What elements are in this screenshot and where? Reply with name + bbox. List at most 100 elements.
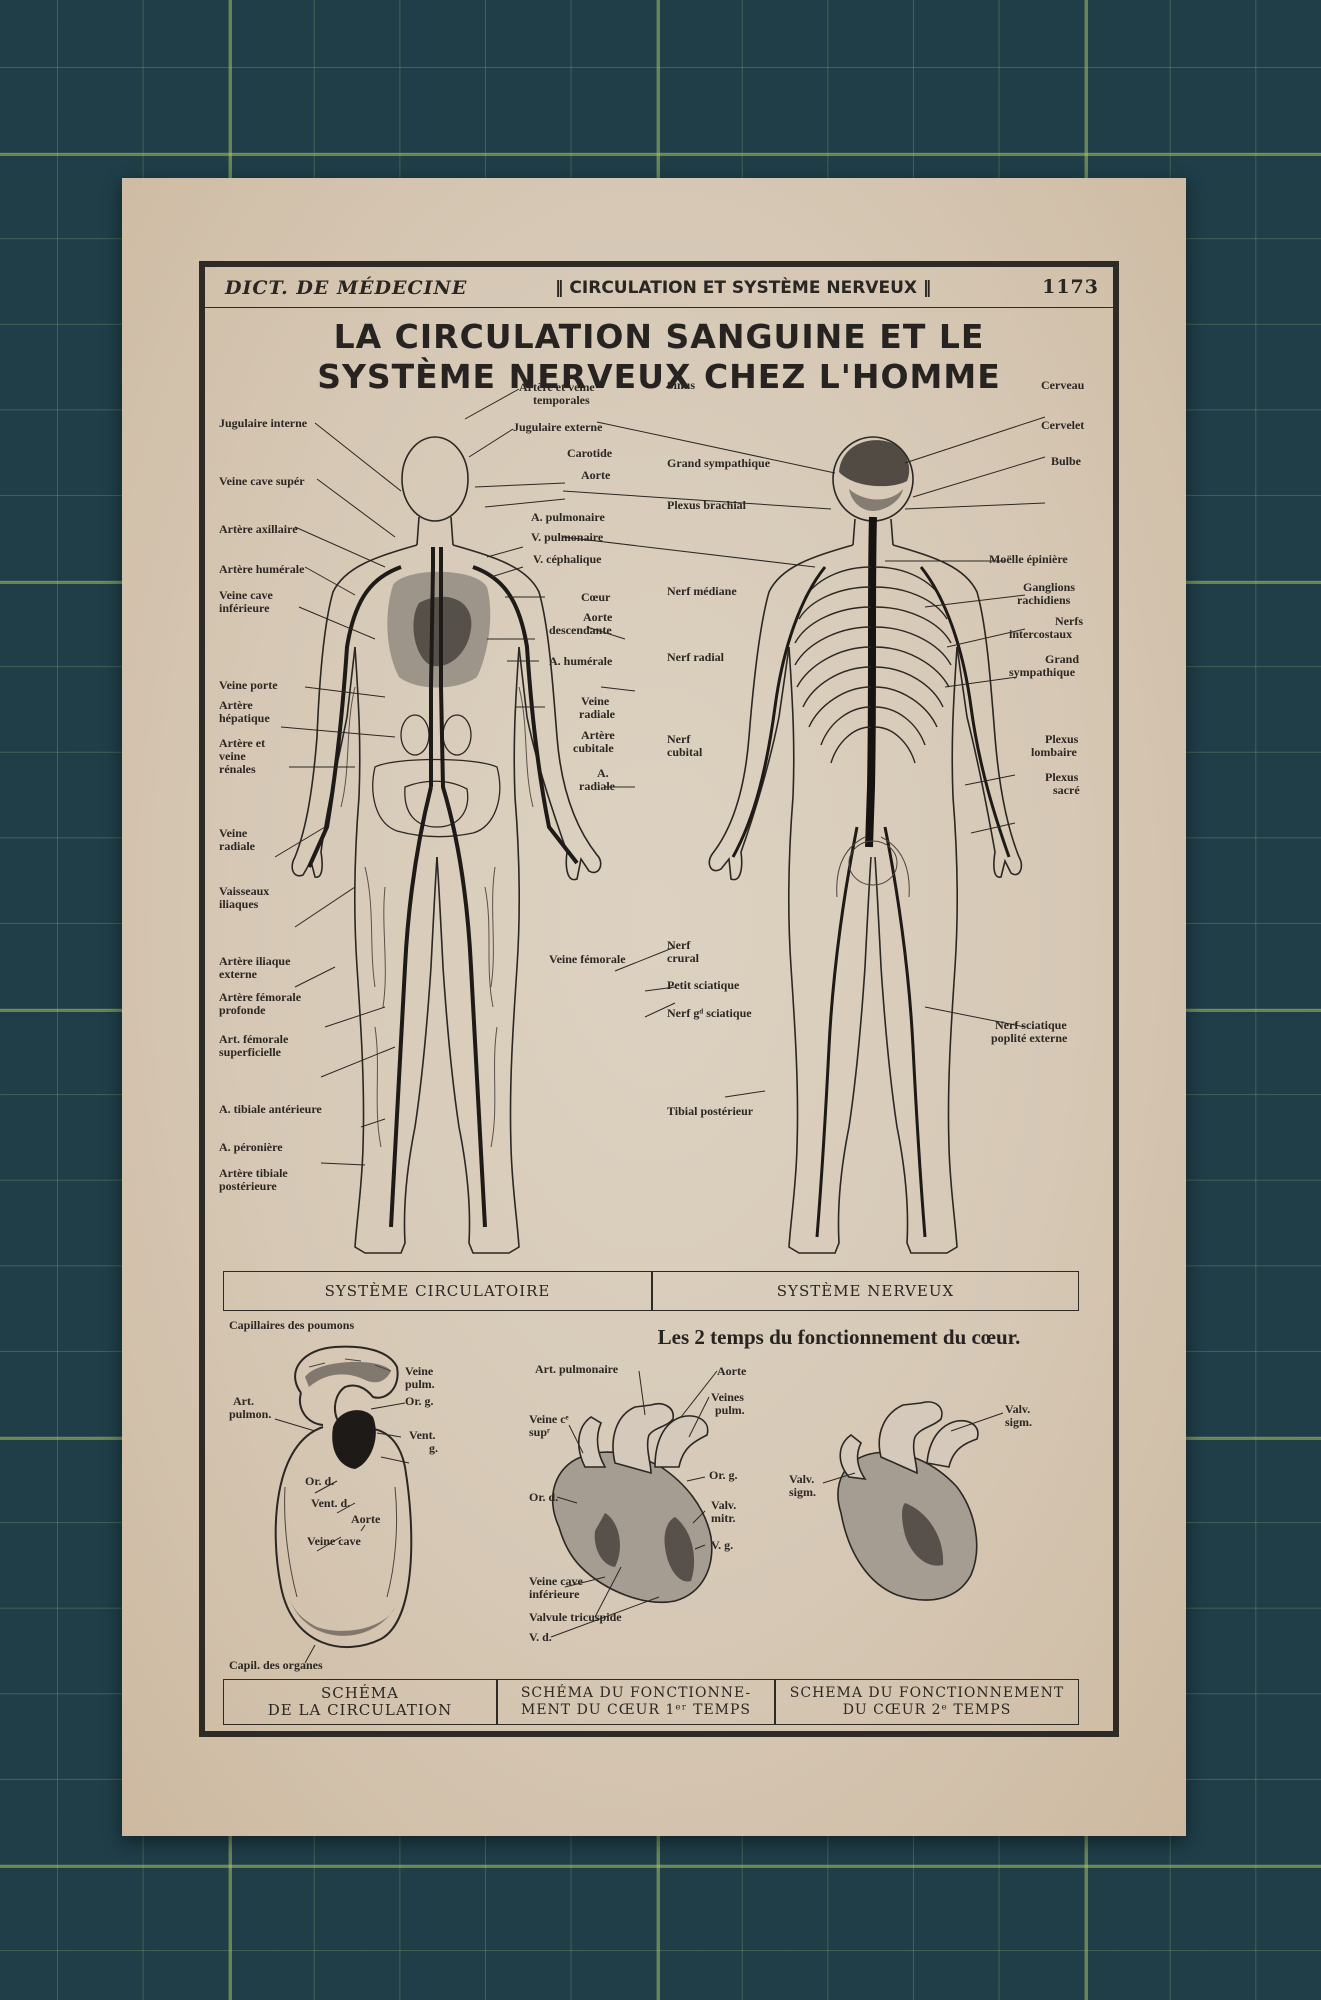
label-veines-pulm-h1-2: pulm.	[715, 1403, 745, 1417]
label-or-d: Or. d.	[305, 1474, 335, 1488]
label-nerfs-intercostaux-2: intercostaux	[1009, 627, 1073, 641]
label-veine-radiale-r: Veine	[581, 694, 610, 708]
caption-heart-temps-2: SCHEMA DU FONCTIONNEMENT DU CŒUR 2ᵉ TEMP…	[775, 1679, 1079, 1725]
caption-heart1-line2: MENT DU CŒUR 1ᵉʳ TEMPS	[520, 1702, 752, 1718]
label-vaisseaux-iliaques: Vaisseaux	[219, 884, 270, 898]
section-title: ‖ CIRCULATION ET SYSTÈME NERVEUX ‖	[555, 278, 932, 298]
label-a-pulmonaire: A. pulmonaire	[531, 510, 605, 524]
label-vent-d: Vent. d.	[311, 1496, 351, 1510]
label-jugulaire-externe: Jugulaire externe	[513, 420, 603, 434]
caption-systeme-circulatoire: SYSTÈME CIRCULATOIRE	[223, 1271, 652, 1311]
label-nerf-crural-2: crural	[667, 951, 699, 965]
label-artere-hepatique: Artère	[219, 698, 253, 712]
page-number: 1173	[1042, 276, 1099, 298]
plate-title-line2: SYSTÈME NERVEUX CHEZ L'HOMME	[317, 357, 1001, 396]
label-plexus-lombaire-2: lombaire	[1031, 745, 1077, 759]
label-artere-hepatique-2: hépatique	[219, 711, 270, 725]
label-temporales-2: temporales	[533, 393, 590, 407]
label-tibiale-anterieure: A. tibiale antérieure	[219, 1102, 322, 1116]
label-or-d-h1: Or. d.	[529, 1490, 559, 1504]
circulation-schema-figure	[274, 1345, 413, 1664]
label-vent-g-2: g.	[429, 1441, 438, 1455]
label-veine-pulm: Veine	[405, 1364, 434, 1378]
heart-figure-1	[550, 1370, 718, 1638]
label-veine-radiale-r-2: radiale	[579, 707, 615, 721]
label-valv-sigm-l-2: sigm.	[789, 1485, 816, 1499]
label-v-cephalique: V. céphalique	[533, 552, 602, 566]
label-coeur: Cœur	[581, 590, 611, 604]
label-femorale-superficielle: Art. fémorale	[219, 1032, 289, 1046]
leader-lines	[274, 388, 1046, 1166]
heart-section-title: Les 2 temps du fonctionnement du cœur.	[657, 1325, 1021, 1349]
label-valv-sigm-r-2: sigm.	[1005, 1415, 1032, 1429]
label-v-pulmonaire: V. pulmonaire	[531, 530, 604, 544]
label-artere-renales: Artère et	[219, 736, 266, 750]
label-artere-renales-2: veine	[219, 749, 246, 763]
page-sheet: DICT. DE MÉDECINE ‖ CIRCULATION ET SYSTÈ…	[122, 178, 1186, 1836]
label-v-g-h1: V. g.	[711, 1538, 734, 1552]
label-aorte-descendante-2: descendante	[549, 623, 612, 637]
label-peroniere: A. péronière	[219, 1140, 283, 1154]
label-petit-sciatique: Petit sciatique	[667, 978, 740, 992]
label-valv-sigm-r: Valv.	[1005, 1402, 1031, 1416]
label-nerf-grand-sciatique: Nerf gᵈ sciatique	[667, 1006, 752, 1020]
label-valv-mitr-h1: Valv.	[711, 1498, 737, 1512]
label-veine-radiale-l: Veine	[219, 826, 248, 840]
label-cervelet: Cervelet	[1041, 418, 1085, 432]
label-veine-cave-inf-h1: Veine cave	[529, 1574, 583, 1588]
label-or-g-h1: Or. g.	[709, 1468, 738, 1482]
label-plexus-lombaire: Plexus	[1045, 732, 1079, 746]
label-veine-pulm-2: pulm.	[405, 1377, 435, 1391]
label-capillaires-poumons: Capillaires des poumons	[229, 1318, 355, 1332]
label-veine-radiale-l-2: radiale	[219, 839, 255, 853]
label-artere-cubitale-2: cubitale	[573, 741, 614, 755]
label-artere-axillaire: Artère axillaire	[219, 522, 298, 536]
label-art-pulmon-2: pulmon.	[229, 1407, 272, 1421]
label-artere-iliaque-2: externe	[219, 967, 257, 981]
label-tibial-posterieur: Tibial postérieur	[667, 1104, 754, 1118]
caption-schema-line2: DE LA CIRCULATION	[267, 1701, 453, 1719]
label-femorale-profonde-2: profonde	[219, 1003, 266, 1017]
label-plexus-sacre: Plexus	[1045, 770, 1079, 784]
dictionary-title: DICT. DE MÉDECINE	[225, 277, 468, 299]
plate-title: LA CIRCULATION SANGUINE ET LE SYSTÈME NE…	[205, 317, 1113, 397]
label-art-pulmonaire-h1: Art. pulmonaire	[535, 1362, 619, 1376]
label-cerveau: Cerveau	[1041, 378, 1085, 392]
circulatory-figure	[291, 436, 602, 1254]
plate-title-line1: LA CIRCULATION SANGUINE ET LE	[333, 317, 985, 356]
label-aorte-h1: Aorte	[717, 1364, 747, 1378]
caption-schema-line1: SCHÉMA	[321, 1684, 399, 1702]
label-veine-cave-sup-h1: Veine cᵉ	[529, 1412, 569, 1426]
label-valv-mitr-h1-2: mitr.	[711, 1511, 736, 1525]
label-vent-g: Vent.	[409, 1428, 436, 1442]
caption-heart2-line1: SCHEMA DU FONCTIONNEMENT	[789, 1685, 1065, 1701]
label-nerf-sciatique-poplite-2: poplité externe	[991, 1031, 1068, 1045]
label-aorte-schema: Aorte	[351, 1512, 381, 1526]
caption-heart2-line2: DU CŒUR 2ᵉ TEMPS	[842, 1702, 1012, 1718]
label-a-radiale-2: radiale	[579, 779, 615, 793]
label-femorale-superficielle-2: superficielle	[219, 1045, 281, 1059]
label-artere-renales-3: rénales	[219, 762, 256, 776]
nervous-figure	[708, 436, 1023, 1254]
label-valvule-tricuspide-h1: Valvule tricuspide	[529, 1610, 622, 1624]
label-plexus-sacre-2: sacré	[1053, 783, 1080, 797]
section-text: CIRCULATION ET SYSTÈME NERVEUX	[569, 278, 917, 298]
label-aorte: Aorte	[581, 468, 611, 482]
label-artere-iliaque: Artère iliaque	[219, 954, 291, 968]
label-veine-cave-inf-2: inférieure	[219, 601, 270, 615]
label-veine-porte: Veine porte	[219, 678, 278, 692]
label-temporales: Artère et veine	[519, 380, 595, 394]
label-sinus: Sinus	[667, 378, 696, 392]
label-capil-organes: Capil. des organes	[229, 1658, 323, 1672]
label-or-g-schema: Or. g.	[405, 1394, 434, 1408]
label-nerf-radial: Nerf radial	[667, 650, 724, 664]
label-a-humerale: A. humérale	[549, 654, 613, 668]
label-vaisseaux-iliaques-2: iliaques	[219, 897, 259, 911]
label-v-d-h1: V. d.	[529, 1630, 552, 1644]
label-veine-femorale: Veine fémorale	[549, 952, 626, 966]
label-nerf-cubital: Nerf	[667, 732, 691, 746]
heart-figure-2	[822, 1401, 1004, 1601]
label-veine-cave-inf: Veine cave	[219, 588, 273, 602]
label-tibiale-posterieure-2: postérieure	[219, 1179, 277, 1193]
caption-heart-temps-1: SCHÉMA DU FONCTIONNE- MENT DU CŒUR 1ᵉʳ T…	[497, 1679, 775, 1725]
